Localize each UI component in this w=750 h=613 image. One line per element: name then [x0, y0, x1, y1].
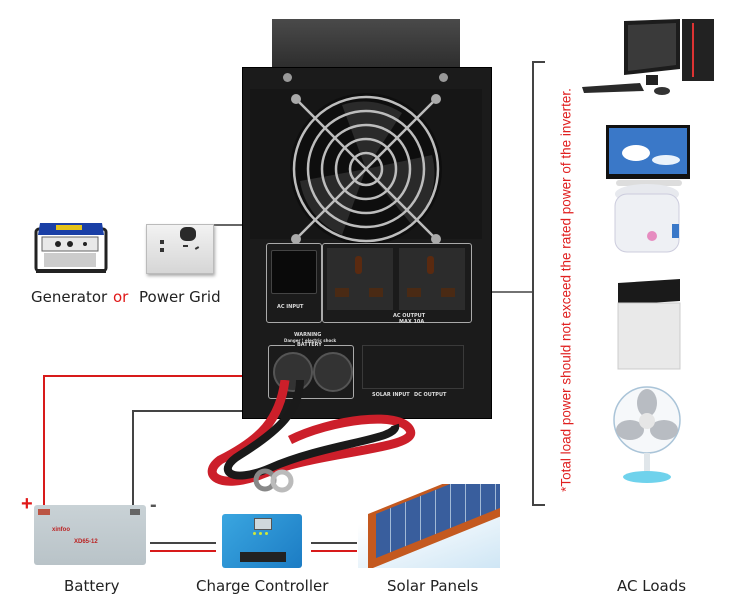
inverter: AC INPUT AC OUTPUT MAX 10A WARNING Dange…: [242, 19, 492, 419]
plug-icon: [180, 227, 196, 241]
generator-label: Generator: [31, 288, 108, 306]
battery-terminal-panel: BATTERY: [268, 342, 354, 399]
inverter-top: [272, 19, 460, 67]
wall-socket-icon: [146, 224, 214, 274]
tv-icon: [606, 125, 690, 186]
solar-panels-label: Solar Panels: [387, 577, 479, 595]
warning-subtext: Danger ! electric shock: [284, 338, 337, 343]
ac-input-panel: AC INPUT: [266, 243, 322, 323]
load-power-note: *Total load power should not exceed the …: [558, 88, 574, 492]
fan-icon: [613, 386, 681, 483]
battery-panel-text: BATTERY: [295, 342, 324, 348]
dc-cover-plate: [362, 345, 464, 389]
power-grid-label: Power Grid: [139, 288, 221, 306]
ac-output-rating: MAX 10A: [399, 319, 425, 325]
battery-brand: xinfoo: [52, 527, 70, 533]
battery-model: XD65-12: [74, 539, 98, 545]
iec-socket[interactable]: [271, 250, 317, 294]
rice-cooker-icon: [614, 184, 680, 253]
charge-controller-icon: [222, 514, 302, 568]
ac-loads-label: AC Loads: [617, 577, 687, 595]
computer-icon: [582, 19, 714, 95]
generator-icon: [34, 223, 108, 273]
loads-bracket: [532, 61, 545, 506]
ac-output-panel: AC OUTPUT MAX 10A: [322, 243, 472, 325]
charge-controller-label: Charge Controller: [196, 577, 329, 595]
fan-grill-icon: [290, 93, 442, 245]
dc-output-text: DC OUTPUT: [414, 392, 447, 398]
solar-panels-icon: [358, 484, 500, 568]
battery-icon: xinfoo XD65-12: [34, 505, 146, 565]
ac-outlet-2[interactable]: [399, 248, 465, 310]
or-label: or: [113, 288, 129, 306]
washing-machine-icon: [617, 279, 681, 370]
positive-sign: +: [21, 493, 33, 515]
negative-sign: -: [150, 494, 157, 516]
battery-negative-terminal[interactable]: [313, 352, 353, 392]
battery-label: Battery: [64, 577, 120, 595]
warning-text: WARNING: [294, 332, 322, 338]
battery-cables: [207, 380, 416, 493]
ac-input-text: AC INPUT: [277, 304, 304, 310]
battery-positive-wire: [43, 375, 285, 505]
solar-input-text: SOLAR INPUT: [372, 392, 410, 398]
ac-outlet-1[interactable]: [327, 248, 393, 310]
ac-output-text: AC OUTPUT: [393, 313, 426, 319]
